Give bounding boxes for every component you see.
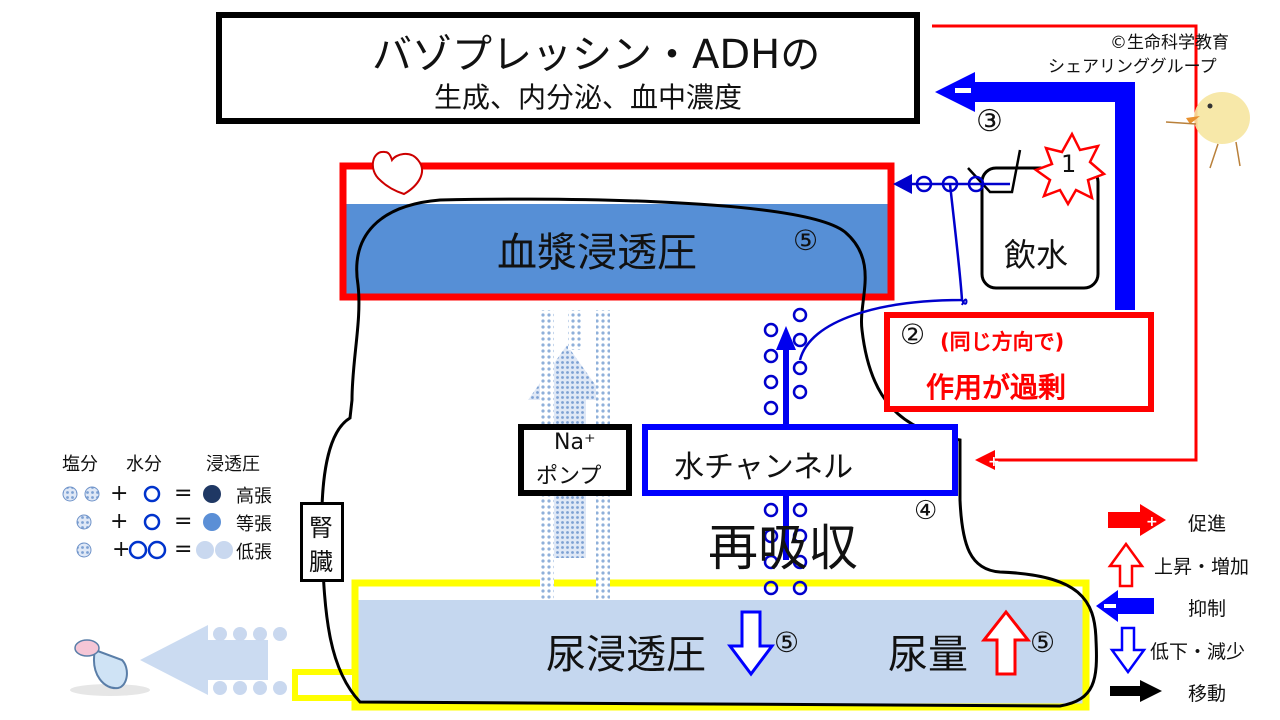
na-pump-line1: Na⁺ xyxy=(554,430,596,455)
legend-increase: 上昇・増加 xyxy=(1154,556,1250,578)
na-pump-line2: ポンプ xyxy=(536,464,602,489)
cup-icon xyxy=(967,149,1022,194)
urine-fill xyxy=(357,600,1085,705)
title-main: バゾプレッシン・ADHの xyxy=(372,32,821,78)
title-sub: 生成、内分泌、血中濃度 xyxy=(434,81,743,114)
na-pump-box xyxy=(518,424,632,496)
marker-2: ② xyxy=(900,318,926,351)
kidney-line2: 臓 xyxy=(309,548,333,576)
legend-move: 移動 xyxy=(1188,683,1227,705)
drink-label: 飲水 xyxy=(1004,236,1069,274)
urine-outlet xyxy=(292,669,358,701)
plasma-fill xyxy=(346,204,888,296)
kidney-line1: 腎 xyxy=(309,514,333,542)
promote-line xyxy=(932,24,1198,462)
marker-1: 1 xyxy=(1061,150,1077,178)
starburst-icon xyxy=(1033,131,1107,207)
excess-label: 作用が過剰 xyxy=(926,371,1067,404)
legend-shapes: + xyxy=(1096,504,1166,702)
feedback-curve-2 xyxy=(961,298,968,306)
water-circles xyxy=(763,307,808,596)
plasma-label: 血漿浸透圧 xyxy=(497,230,697,276)
marker-4: ④ xyxy=(914,496,938,526)
legend-decrease: 低下・減少 xyxy=(1150,641,1246,663)
toilet-icon xyxy=(70,639,150,696)
svg-text:+: + xyxy=(988,454,1000,470)
excess-box xyxy=(884,312,1154,412)
urine-out-dots xyxy=(213,627,287,695)
water-channel-box xyxy=(642,424,958,496)
urine-osmo-label: 尿浸透圧 xyxy=(546,632,706,678)
title-box xyxy=(216,12,920,124)
drink-arrow-head xyxy=(893,174,912,194)
osmo-row2-plus: + xyxy=(110,509,129,534)
urine-osmo-marker: ⑤ xyxy=(774,626,800,659)
legend-promote: 促進 xyxy=(1188,513,1227,535)
svg-text:+: + xyxy=(1146,514,1158,530)
urine-frame xyxy=(351,579,1090,711)
kidney-outline xyxy=(320,197,1098,708)
urine-osmo-down xyxy=(727,610,775,677)
reabsorption-label: 再吸収 xyxy=(708,519,858,577)
same-direction: (同じ方向で) xyxy=(940,330,1065,354)
kidney-box xyxy=(300,502,344,582)
heart-icon xyxy=(371,150,423,196)
osmo-row1-result: 高張 xyxy=(236,486,272,507)
urine-volume-label: 尿量 xyxy=(888,632,968,678)
osmo-row1-plus: + xyxy=(110,481,129,506)
inhibit-minus xyxy=(955,88,971,93)
osmo-row3-eq: = xyxy=(174,537,193,562)
osmo-row1-eq: = xyxy=(174,481,193,506)
water-channel-label: 水チャンネル xyxy=(674,450,854,485)
credit-line2: シェアリンググループ xyxy=(1048,57,1217,77)
water-up-head xyxy=(776,326,796,350)
marker-3: ③ xyxy=(976,104,1003,139)
osmo-row3-result: 低張 xyxy=(236,542,272,563)
feedback-curve xyxy=(798,183,964,361)
credit-line1: ©生命科学教育 xyxy=(1110,33,1229,53)
osmo-header-salt: 塩分 xyxy=(62,454,98,475)
osmo-row2-result: 等張 xyxy=(236,514,272,535)
urine-vol-up xyxy=(980,609,1032,676)
urine-volume-marker: ⑤ xyxy=(1030,626,1056,659)
plasma-marker-5: ⑤ xyxy=(793,224,819,257)
osmo-row3-plus: + xyxy=(112,537,131,562)
promote-head xyxy=(975,450,995,470)
urine-out-arrow xyxy=(140,625,268,695)
inhibit-path xyxy=(965,82,1135,310)
osmo-header-water: 水分 xyxy=(126,454,162,475)
osmo-header-osmo: 浸透圧 xyxy=(206,454,260,475)
osmo-row2-eq: = xyxy=(174,509,193,534)
osmo-legend-shapes xyxy=(62,485,233,560)
legend-inhibit: 抑制 xyxy=(1188,598,1227,620)
plasma-frame xyxy=(339,162,895,301)
chick-icon xyxy=(1165,92,1250,169)
dots-mid-col xyxy=(568,310,582,350)
